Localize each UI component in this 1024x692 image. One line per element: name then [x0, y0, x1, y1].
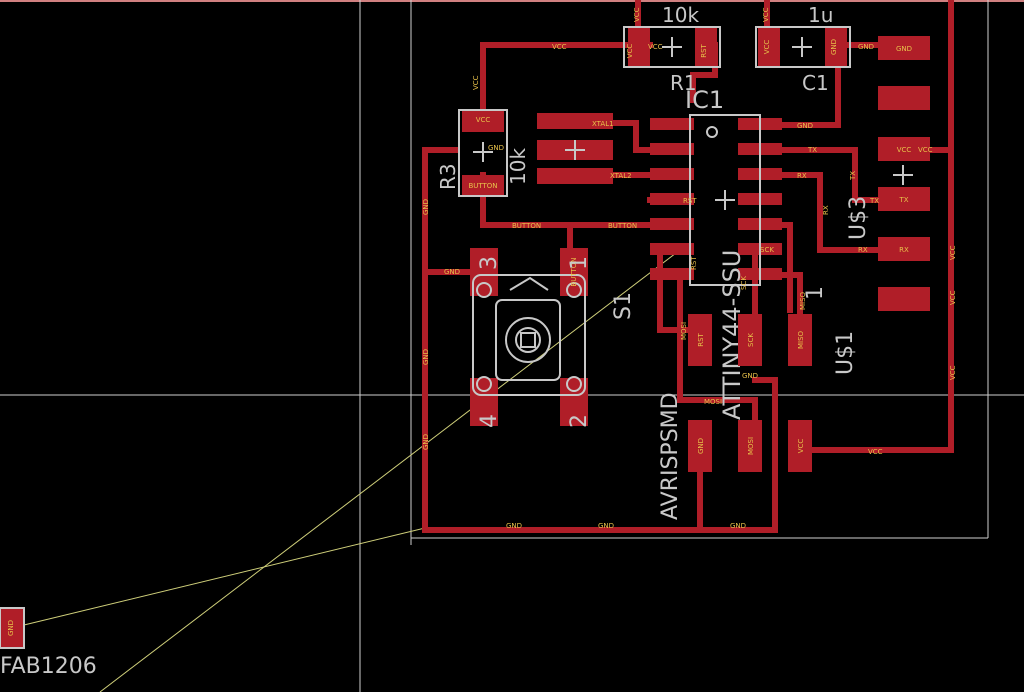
- svg-text:MOSI: MOSI: [704, 398, 722, 406]
- svg-text:MISO: MISO: [797, 330, 805, 349]
- u1-pin1: 1: [803, 286, 828, 300]
- fab1206-part[interactable]: GND FAB1206: [0, 607, 97, 679]
- svg-text:SCK: SCK: [747, 333, 755, 347]
- u1-name: U$1: [833, 331, 858, 375]
- avr-name: AVRISPSMD: [658, 392, 683, 520]
- svg-text:RX: RX: [899, 246, 909, 254]
- avrisp-part[interactable]: RST SCK MISO GND MOSI VCC AVRISPSMD U$1 …: [658, 286, 858, 520]
- svg-text:TX: TX: [898, 196, 908, 204]
- svg-text:BUTTON: BUTTON: [608, 222, 637, 230]
- svg-text:GND: GND: [797, 122, 813, 130]
- svg-text:SCK: SCK: [760, 246, 774, 254]
- svg-text:VCC: VCC: [763, 40, 771, 55]
- svg-text:VCC: VCC: [552, 43, 567, 51]
- svg-text:BUTTON: BUTTON: [570, 257, 578, 286]
- svg-text:BUTTON: BUTTON: [468, 182, 497, 190]
- svg-text:GND: GND: [422, 349, 430, 365]
- svg-text:TX: TX: [807, 146, 817, 154]
- svg-text:RST: RST: [697, 332, 705, 346]
- svg-text:RST: RST: [683, 197, 697, 205]
- ic1-part[interactable]: IC1 ATTINY44-SSU RST SCK: [650, 86, 782, 420]
- svg-text:GND: GND: [7, 620, 15, 636]
- svg-text:XTAL1: XTAL1: [592, 120, 614, 128]
- r1-name: R1: [670, 71, 697, 95]
- svg-text:GND: GND: [598, 522, 614, 530]
- svg-text:VCC: VCC: [897, 146, 912, 154]
- svg-text:RX: RX: [858, 246, 868, 254]
- s1-part[interactable]: BUTTON 3 1 4 2 S1: [470, 248, 636, 428]
- svg-text:GND: GND: [506, 522, 522, 530]
- r1-value: 10k: [662, 3, 699, 27]
- svg-text:VCC: VCC: [648, 43, 663, 51]
- svg-text:VCC: VCC: [949, 290, 957, 305]
- r3-name: R3: [436, 163, 460, 190]
- svg-text:GND: GND: [444, 268, 460, 276]
- svg-text:GND: GND: [697, 438, 705, 454]
- u3-part[interactable]: GND VCC TX RX U$3: [846, 36, 930, 311]
- r3-part[interactable]: VCC BUTTON GND R3 10k: [436, 109, 530, 197]
- svg-text:GND: GND: [896, 45, 912, 53]
- svg-text:MOSI: MOSI: [680, 322, 688, 340]
- svg-text:RST: RST: [700, 43, 708, 57]
- svg-text:RX: RX: [822, 205, 830, 215]
- net-labels: VCC VCC GND GND VCC VCC VCC VCC VCC XTAL…: [422, 7, 957, 530]
- c1-name: C1: [802, 71, 829, 95]
- svg-text:RX: RX: [797, 172, 807, 180]
- svg-text:MOSI: MOSI: [747, 437, 755, 455]
- ic1-name: IC1: [685, 86, 724, 114]
- s1-pin4: 4: [477, 414, 502, 428]
- svg-text:VCC: VCC: [868, 448, 883, 456]
- c1-value: 1u: [808, 3, 833, 27]
- svg-text:VCC: VCC: [949, 365, 957, 380]
- svg-text:GND: GND: [830, 39, 838, 55]
- svg-text:VCC: VCC: [949, 245, 957, 260]
- svg-text:GND: GND: [742, 372, 758, 380]
- svg-text:GND: GND: [422, 434, 430, 450]
- svg-text:RST: RST: [690, 256, 698, 270]
- svg-text:VCC: VCC: [472, 75, 480, 90]
- r3-value: 10k: [506, 148, 530, 185]
- s1-pin3: 3: [477, 256, 502, 270]
- svg-text:MISO: MISO: [799, 291, 807, 310]
- svg-text:VCC: VCC: [918, 146, 933, 154]
- s1-pin2: 2: [567, 414, 592, 428]
- svg-text:VCC: VCC: [797, 439, 805, 454]
- svg-text:VCC: VCC: [476, 116, 491, 124]
- svg-text:BUTTON: BUTTON: [512, 222, 541, 230]
- svg-text:VCC: VCC: [626, 44, 634, 59]
- airwires: [23, 249, 681, 692]
- fab-name: FAB1206: [0, 654, 97, 679]
- s1-pin1: 1: [567, 256, 592, 270]
- svg-text:TX: TX: [869, 197, 879, 205]
- svg-text:GND: GND: [488, 144, 504, 152]
- s1-name: S1: [611, 292, 636, 320]
- svg-text:XTAL2: XTAL2: [610, 172, 632, 180]
- r1-part[interactable]: VCC RST VCC 10k R1: [623, 3, 721, 95]
- svg-text:TX: TX: [849, 171, 857, 181]
- svg-text:GND: GND: [730, 522, 746, 530]
- svg-text:GND: GND: [858, 43, 874, 51]
- svg-text:VCC: VCC: [633, 7, 641, 22]
- crystal-pads[interactable]: [537, 113, 613, 184]
- svg-text:SCK: SCK: [740, 276, 748, 290]
- u3-name: U$3: [846, 196, 871, 240]
- svg-text:VCC: VCC: [762, 7, 770, 22]
- svg-text:GND: GND: [422, 199, 430, 215]
- c1-part[interactable]: VCC GND 1u C1: [755, 3, 851, 95]
